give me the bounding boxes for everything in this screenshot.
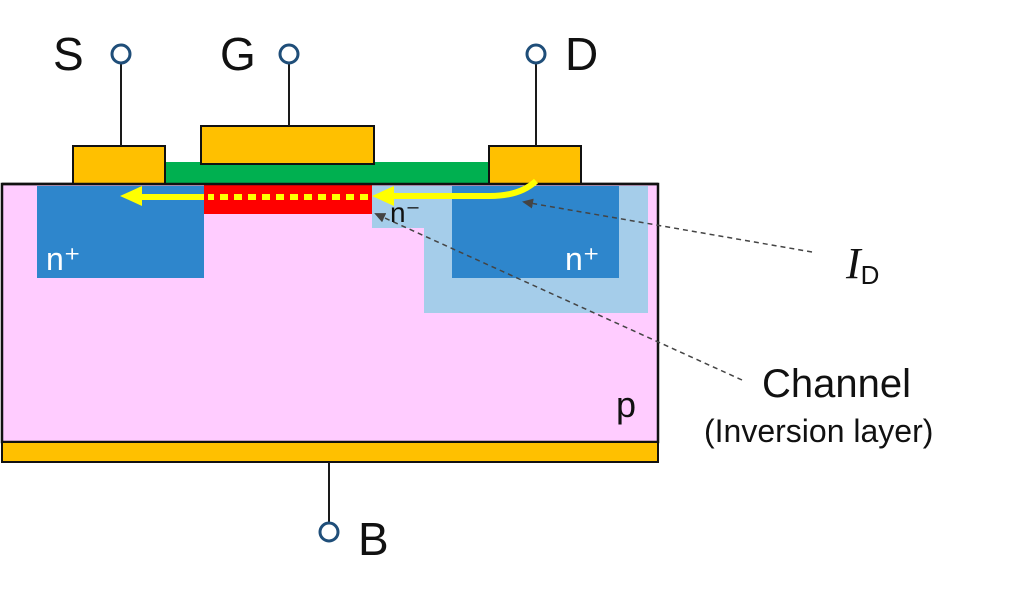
current-symbol: I [845,239,863,288]
drain-n-plus-region [452,186,619,278]
current-label: ID [845,239,879,290]
gate-terminal [278,43,300,126]
body-label: B [358,513,389,565]
gate-oxide [164,162,490,184]
body-terminal [318,462,340,543]
drain-current-arrow [120,178,539,206]
source-n-plus-region [37,186,204,278]
current-subscript: D [861,260,880,290]
drain-terminal [525,43,547,146]
drain-contact [488,145,582,185]
drain-n-plus-label: n⁺ [565,241,600,277]
gate-label: G [220,28,256,80]
substrate-p-label: p [616,384,636,425]
drift-n-minus-label: n⁻ [390,197,420,228]
id-leader-line [522,198,813,253]
body-contact [1,441,659,463]
channel-sublabel: (Inversion layer) [704,413,933,449]
gate-electrode [200,125,375,165]
source-terminal [110,43,132,146]
source-n-plus-label: n⁺ [46,241,81,277]
channel-inversion-layer [204,185,372,214]
source-contact [72,145,166,185]
source-label: S [53,28,84,80]
drain-label: D [565,28,598,80]
channel-leader-line [374,213,743,381]
channel-label: Channel [762,362,911,406]
